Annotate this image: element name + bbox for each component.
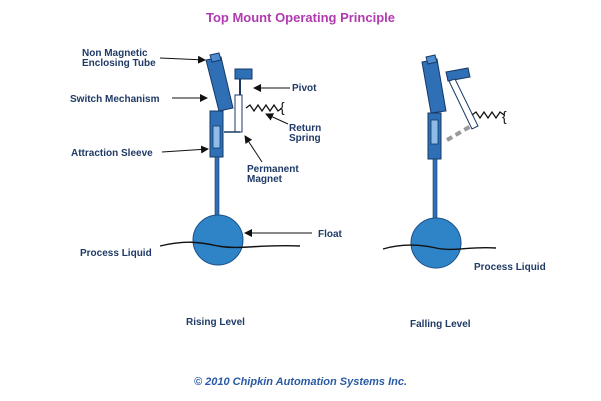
label-attraction-sleeve: Attraction Sleeve [71, 148, 153, 159]
permanent-magnet-falling [448, 78, 479, 130]
label-return-spring-1: Return [289, 123, 321, 134]
label-permanent-magnet-2: Magnet [247, 174, 283, 185]
pivot-bracket-falling [445, 67, 471, 82]
label-enclosing-tube-2: Enclosing Tube [82, 58, 156, 69]
caption-rising-level: Rising Level [186, 317, 245, 328]
label-return-spring-2: Spring [289, 133, 321, 144]
label-pivot: Pivot [292, 83, 317, 94]
label-enclosing-tube-1: Non Magnetic [82, 48, 148, 59]
float-stem [214, 156, 220, 216]
svg-text:{: { [280, 99, 285, 115]
float-stem-falling [432, 158, 438, 220]
falling-level-assembly: { [382, 54, 507, 269]
liquid-surface-falling [382, 244, 497, 251]
liquid-surface-rising [159, 241, 301, 249]
magnet-motion-trail [445, 124, 473, 142]
rising-level-assembly: { [159, 52, 301, 266]
label-process-liquid-left: Process Liquid [80, 248, 152, 259]
return-spring-falling [471, 110, 505, 120]
return-spring [245, 103, 283, 113]
svg-text:{: { [502, 108, 507, 124]
enclosing-tube-top [209, 52, 222, 63]
copyright-notice: © 2010 Chipkin Automation Systems Inc. [193, 376, 408, 388]
label-switch-mechanism: Switch Mechanism [70, 94, 160, 105]
permanent-magnet [234, 94, 243, 133]
switch-mechanism-body-falling [421, 58, 447, 114]
diagram-title: Top Mount Operating Principle [206, 10, 395, 25]
label-float: Float [318, 229, 343, 240]
float-ball-falling [410, 217, 462, 269]
label-permanent-magnet-1: Permanent [247, 164, 299, 175]
switch-mechanism-body [205, 56, 234, 112]
pivot-bracket [234, 68, 253, 80]
caption-falling-level: Falling Level [410, 319, 471, 330]
float-ball [192, 214, 244, 266]
label-process-liquid-right: Process Liquid [474, 262, 546, 273]
